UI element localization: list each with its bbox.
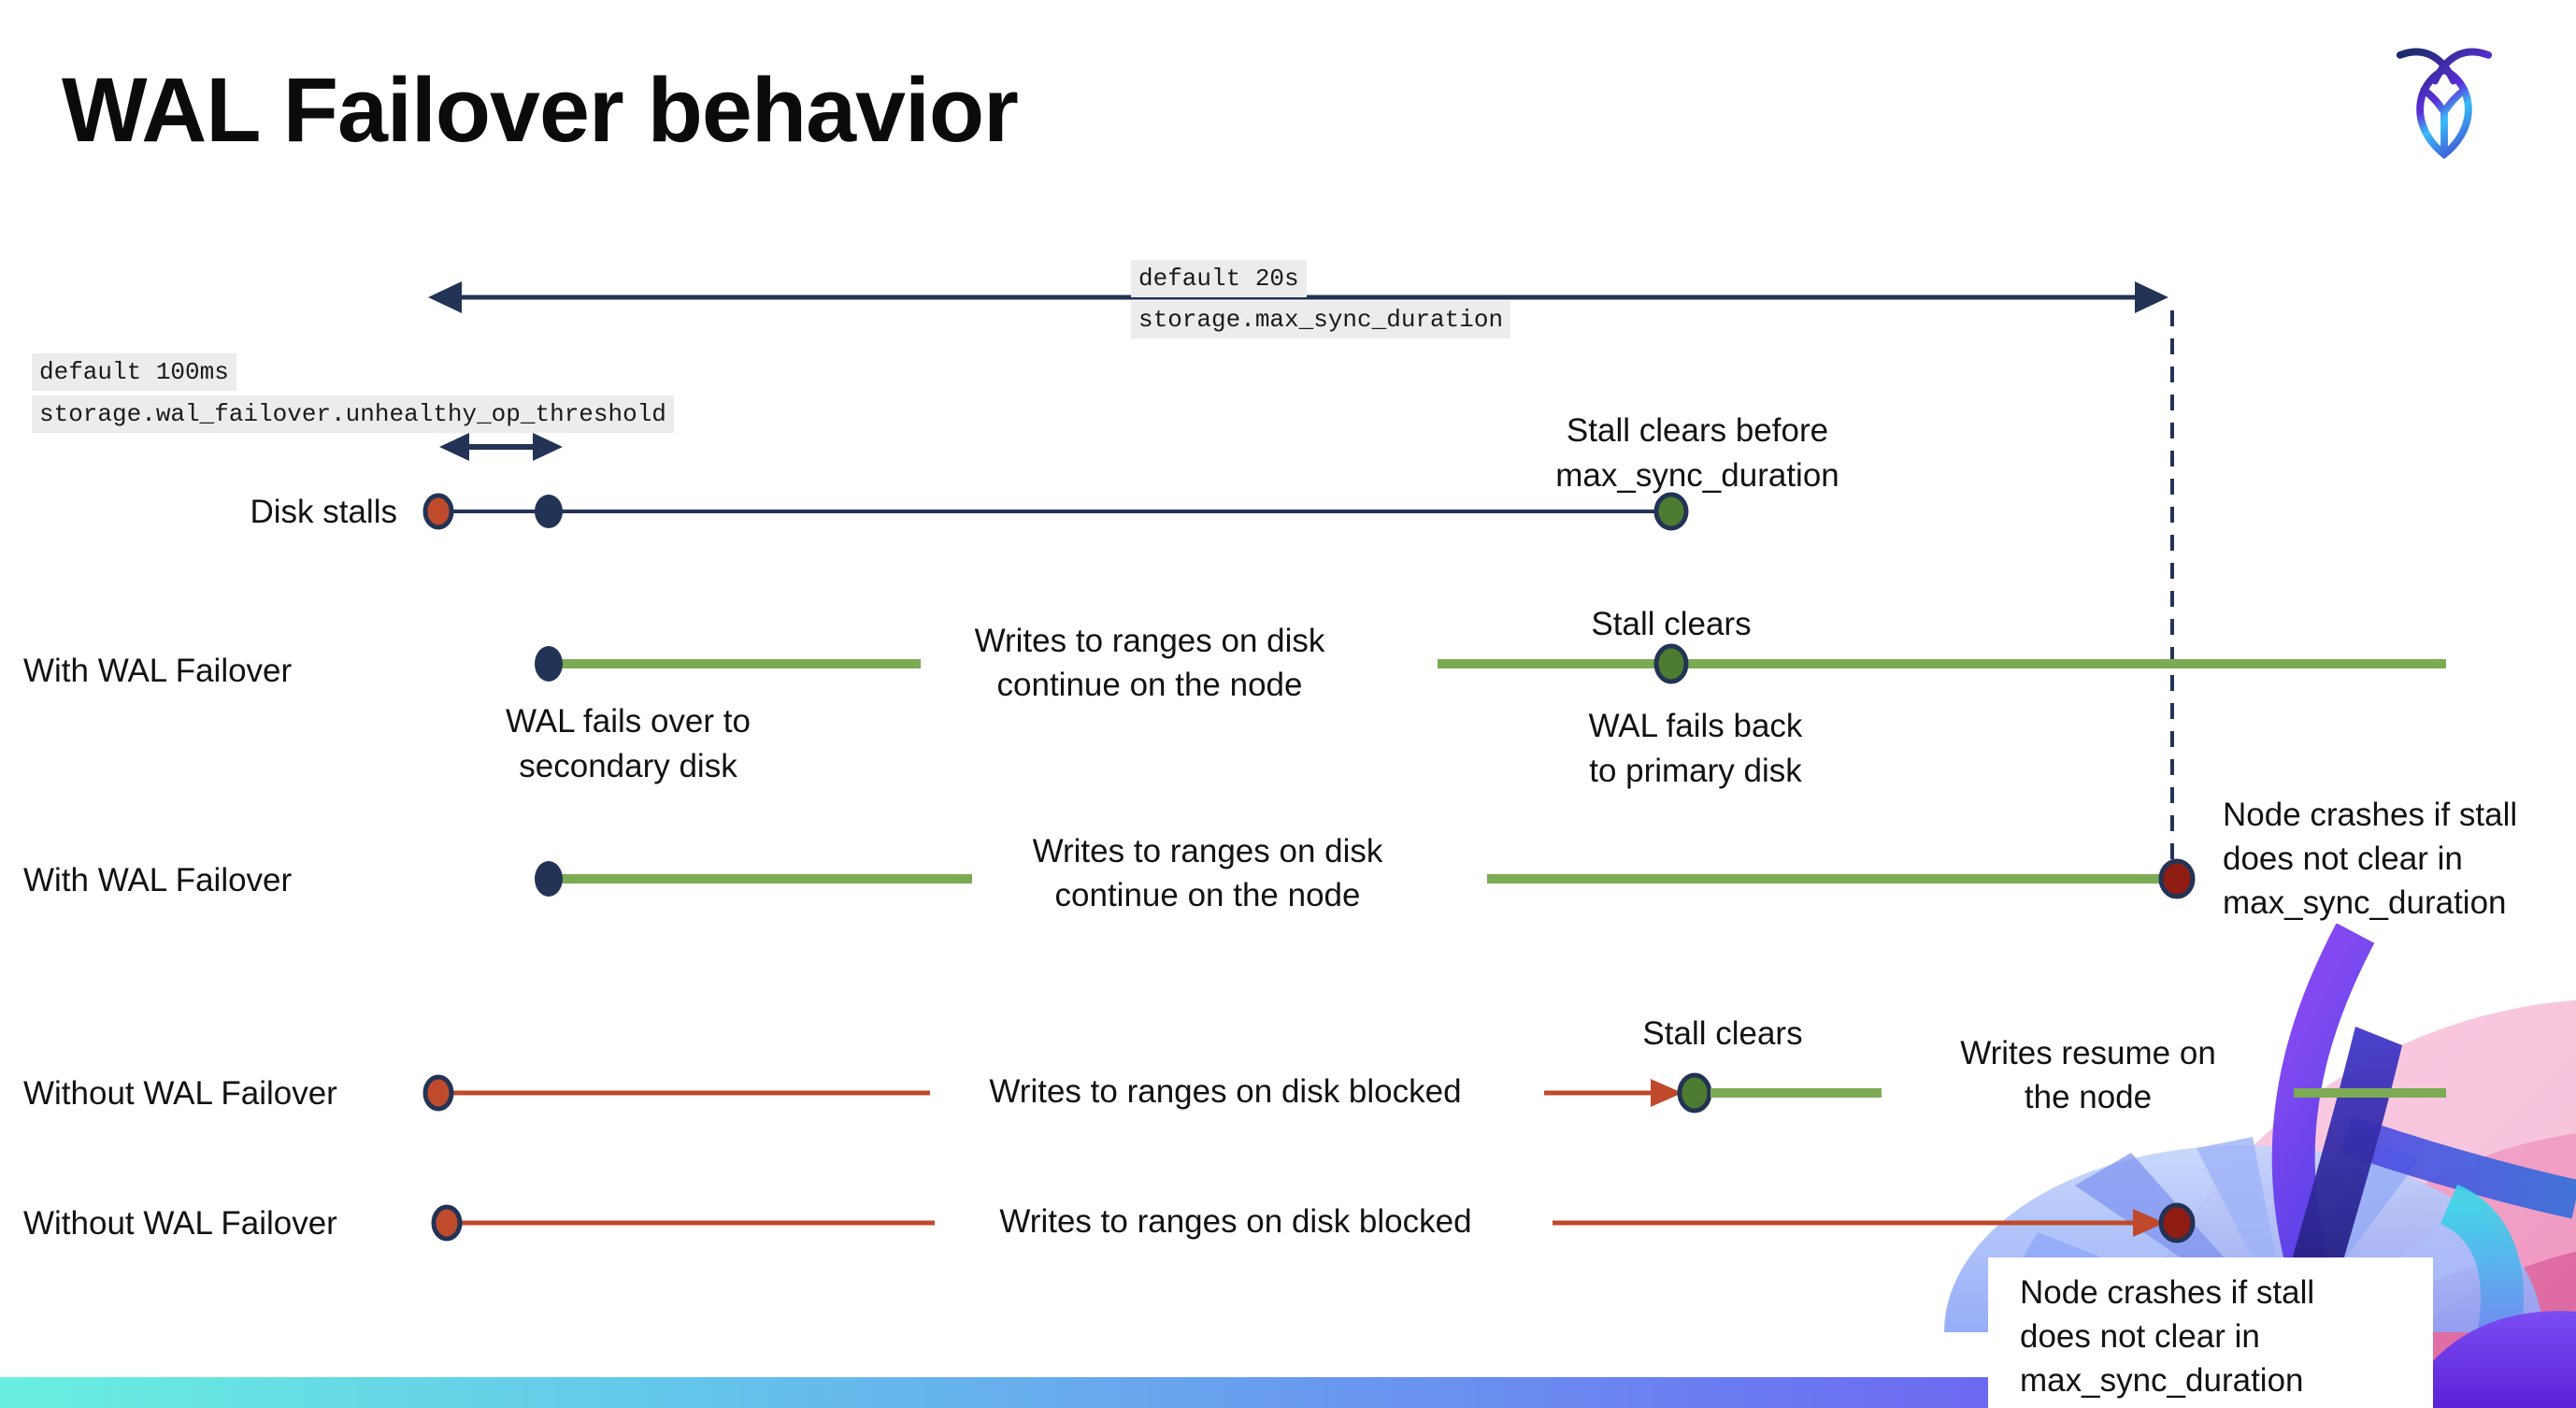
row-disk-stalls <box>422 492 1689 531</box>
arrowhead-right-icon <box>533 433 563 461</box>
arrowhead-left-icon <box>428 281 462 313</box>
stall-start-dot <box>431 1204 463 1242</box>
failover-dot <box>535 861 563 897</box>
failover-trigger-dot <box>535 495 563 528</box>
stall-clears-dot <box>1677 1072 1712 1113</box>
cockroachdb-logo-icon <box>2396 48 2493 160</box>
stall-start-dot <box>422 1074 454 1112</box>
indigo-arc <box>2340 1115 2576 1219</box>
unhealthy-op-threshold-arrow <box>439 433 563 461</box>
node-crash-dot <box>2158 858 2196 899</box>
dark-leg <box>2271 1027 2402 1332</box>
arrowhead-icon <box>2133 1209 2165 1237</box>
disk-stall-start-dot <box>422 493 454 530</box>
row-without-wal-failover-2 <box>431 1202 2196 1243</box>
row-with-wal-failover-2 <box>535 858 2196 899</box>
stall-clears-dot <box>1653 643 1689 684</box>
crash-note-box: Node crashes if stall does not clear in … <box>1988 1257 2433 1408</box>
node-crash-dot <box>2158 1202 2196 1243</box>
max-sync-duration-arrow <box>428 281 2168 313</box>
arrowhead-icon <box>1651 1079 1682 1107</box>
note-node-crashes-2: Node crashes if stall does not clear in … <box>2020 1274 2315 1399</box>
row-with-wal-failover-1 <box>535 643 2446 684</box>
arrowhead-right-icon <box>2135 281 2168 313</box>
row-without-wal-failover-1 <box>422 1072 2446 1113</box>
arrowhead-left-icon <box>439 433 469 461</box>
stall-clears-dot <box>1653 492 1689 531</box>
failover-dot <box>535 646 563 682</box>
purple-corner <box>2402 1311 2576 1408</box>
